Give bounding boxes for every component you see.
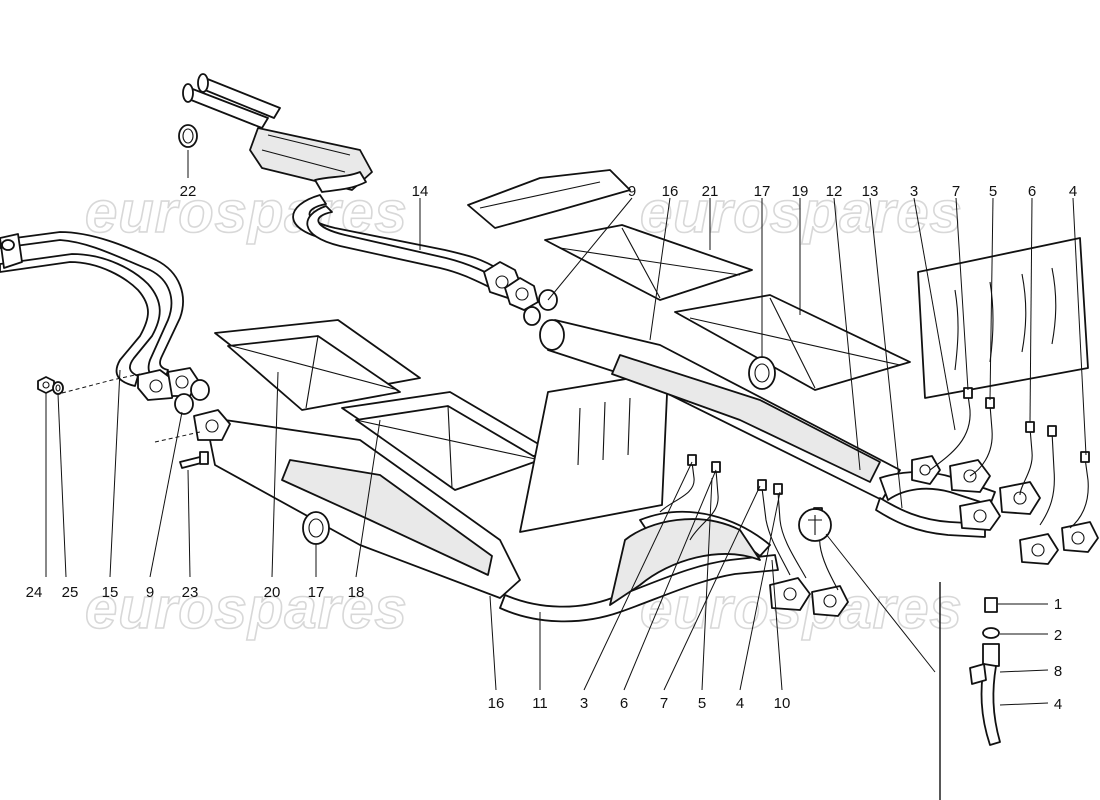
callout-6-lower: 6 xyxy=(620,695,628,712)
callout-13: 13 xyxy=(862,183,879,200)
detail-inset xyxy=(798,508,1001,800)
heat-sleeve-17-right xyxy=(748,356,776,390)
rear-silencer xyxy=(182,73,373,193)
manifold-flanges-left xyxy=(769,577,849,617)
callout-8: 8 xyxy=(1054,663,1062,680)
callout-11: 11 xyxy=(532,695,548,712)
callout-6: 6 xyxy=(1028,183,1036,200)
bolt-23 xyxy=(179,451,209,469)
callout-25: 25 xyxy=(62,584,79,601)
intermediate-pipe-14 xyxy=(292,194,539,311)
nut-24 xyxy=(37,376,55,394)
watermark-top-right: eurospares xyxy=(640,180,963,245)
heat-shield-right xyxy=(917,237,1089,399)
heat-sleeve-17-left xyxy=(302,511,330,545)
heat-shield-21 xyxy=(544,224,753,301)
callout-16: 16 xyxy=(662,183,679,200)
callout-5-lower: 5 xyxy=(698,695,706,712)
callout-15: 15 xyxy=(102,584,119,601)
callout-16-lower: 16 xyxy=(488,695,505,712)
pipe-15 xyxy=(0,231,184,387)
heat-shield-20 xyxy=(214,319,421,411)
assembly-line-nut xyxy=(61,373,141,394)
callout-14: 14 xyxy=(412,183,429,200)
callout-21: 21 xyxy=(702,183,719,200)
callout-5: 5 xyxy=(989,183,997,200)
washer-25 xyxy=(52,381,64,395)
callout-24: 24 xyxy=(26,584,43,601)
callout-9-lower: 9 xyxy=(146,584,154,601)
callout-17: 17 xyxy=(754,183,771,200)
heat-shield-center xyxy=(519,371,669,533)
callout-1: 1 xyxy=(1054,596,1062,613)
callout-7: 7 xyxy=(952,183,960,200)
silencer-16-left xyxy=(193,409,521,599)
callout-12: 12 xyxy=(826,183,843,200)
gasket-ring-22 xyxy=(178,124,198,148)
callout-17-lower: 17 xyxy=(308,584,325,601)
callout-labels: 22 14 9 16 21 17 19 12 13 3 7 5 6 4 24 2… xyxy=(26,183,1078,713)
heat-shield-18 xyxy=(341,391,553,491)
callout-18: 18 xyxy=(348,584,365,601)
heat-shield-top-bracket xyxy=(467,169,631,229)
leader-lines xyxy=(45,150,1087,706)
callout-9: 9 xyxy=(628,183,636,200)
callout-10: 10 xyxy=(774,695,791,712)
callout-3-lower: 3 xyxy=(580,695,588,712)
watermark-bottom-left: eurospares xyxy=(85,576,408,641)
sensor-leads-left xyxy=(659,454,839,591)
manifold-flanges-right xyxy=(911,455,1099,565)
callout-23: 23 xyxy=(182,584,199,601)
callout-7-lower: 7 xyxy=(660,695,668,712)
callout-19: 19 xyxy=(792,183,809,200)
gaskets-9-left xyxy=(174,379,210,415)
callout-3: 3 xyxy=(910,183,918,200)
callout-2: 2 xyxy=(1054,627,1062,644)
callout-20: 20 xyxy=(264,584,281,601)
callout-4-lower: 4 xyxy=(736,695,744,712)
front-pipe-11 xyxy=(499,510,779,623)
callout-22: 22 xyxy=(180,183,197,200)
callout-4-detail: 4 xyxy=(1054,696,1062,713)
callout-4: 4 xyxy=(1069,183,1077,200)
